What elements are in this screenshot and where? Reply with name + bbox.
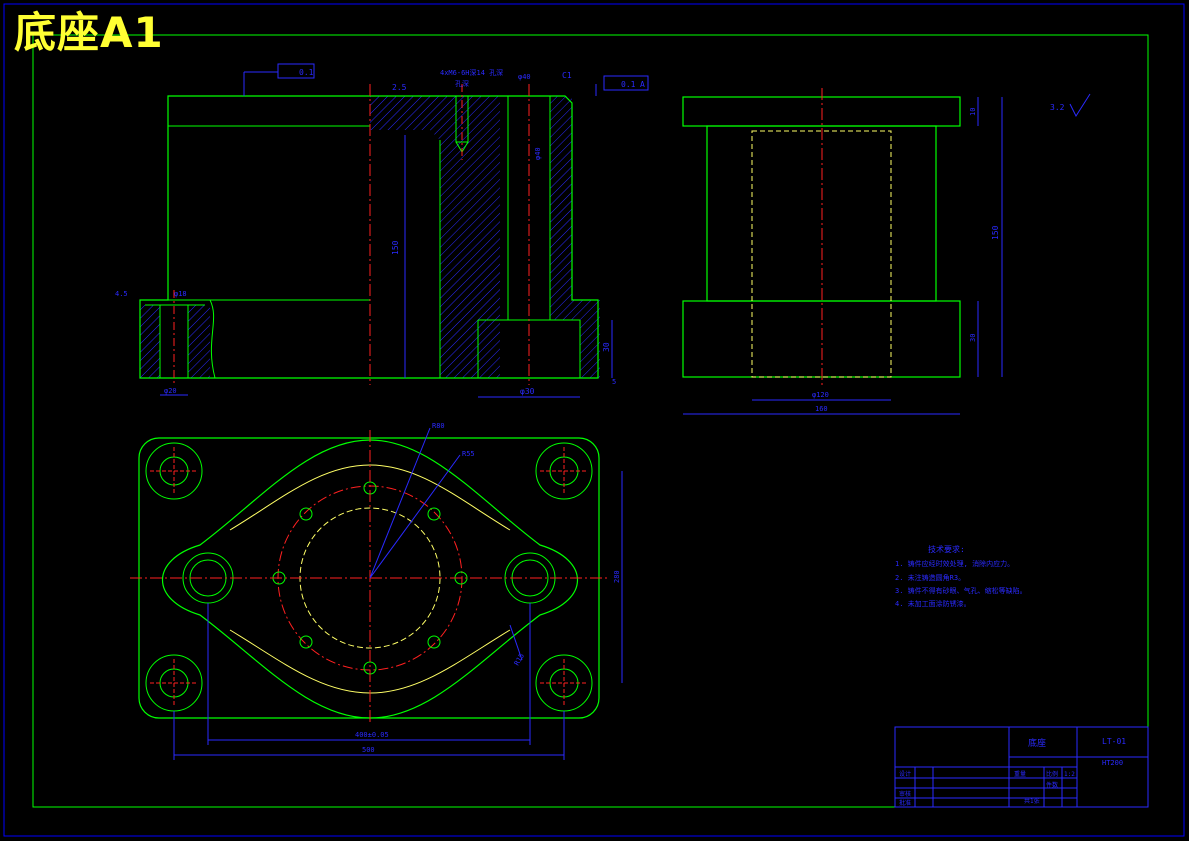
dim-bore-large: φ40	[534, 147, 542, 160]
dim-step: 30	[602, 342, 611, 352]
hatch-region-left	[140, 305, 160, 378]
tb-material: HT200	[1102, 759, 1123, 767]
parallel-value: 0.1	[621, 80, 636, 89]
r55-leader	[369, 454, 461, 579]
side-dim-width: 160	[815, 405, 828, 413]
tb-row-label: 批准	[899, 799, 911, 807]
front-section-view: 150 φ30 30 5 φ20 φ18 4.5 2.5 C1 φ40 4xM6…	[115, 63, 649, 398]
flatness-value: 0.1	[299, 68, 314, 77]
plan-view: R80 R55 R15 400±0.05 500 280	[130, 422, 623, 760]
side-dim-base: 30	[969, 334, 977, 342]
bolt-hole	[299, 507, 313, 521]
parallel-frame	[603, 75, 649, 91]
tb-scale: 1:2	[1064, 771, 1075, 778]
side-dim-top: 10	[969, 108, 977, 116]
side-dim-inner: φ120	[812, 391, 829, 399]
technical-requirements: 技术要求: 1. 铸件应经时效处理, 消除内应力。 2. 未注铸造圆角R3。 3…	[895, 544, 1027, 608]
tb-row-label: 设计	[899, 770, 911, 778]
corner-hole-outer	[145, 442, 203, 500]
tb-scale-label: 比例	[1046, 770, 1058, 778]
tb-part-name: 底座	[1028, 737, 1046, 749]
corner-hole-outer	[535, 442, 593, 500]
tech-req-item: 3. 铸件不得有砂眼、气孔、缩松等缺陷。	[895, 586, 1027, 595]
bolt-hole	[427, 635, 441, 649]
bolt-hole	[299, 635, 313, 649]
hatch-region-upper	[370, 96, 500, 378]
roughness-symbol	[1069, 93, 1091, 118]
surface-finish: 3.2	[1050, 103, 1065, 112]
side-dim-total: 150	[991, 225, 1000, 240]
tb-row-label: 审核	[899, 790, 911, 798]
plan-r1: R80	[432, 422, 445, 430]
hatch-region-right	[550, 96, 600, 378]
bolt-hole	[427, 507, 441, 521]
tb-mass: 重量	[1014, 770, 1026, 778]
plan-r2: R55	[462, 450, 475, 458]
tech-req-item: 4. 未加工面涂防锈漆。	[895, 599, 971, 608]
side-view: 150 10 30 φ120 160 3.2	[682, 88, 1091, 415]
flatness-frame	[277, 63, 315, 79]
tap-note: 4xM6-6H深14 孔深	[440, 68, 503, 77]
depth-left: 4.5	[115, 290, 128, 298]
break-line	[209, 299, 216, 379]
r80-leader	[369, 427, 431, 579]
small-dia: φ18	[174, 290, 187, 298]
sheet-title: 底座A1	[14, 8, 164, 57]
title-block: 底座 LT-01 HT200 比例 1:2 重量 件数 共1张 设计 审核 批准	[894, 726, 1149, 808]
inner-frame	[32, 34, 1149, 808]
tech-req-item: 2. 未注铸造圆角R3。	[895, 573, 965, 582]
chamfer-left: 2.5	[392, 83, 407, 92]
parallel-datum: A	[640, 80, 645, 89]
tap-depth: 孔深	[455, 79, 469, 88]
plan-r3: R15	[513, 652, 526, 667]
plan-dim-total: 500	[362, 746, 375, 754]
tb-drawing-no: LT-01	[1102, 737, 1126, 746]
tech-req-title: 技术要求:	[928, 544, 965, 554]
dim-gap: 5	[612, 378, 616, 386]
plan-dim-height: 280	[613, 570, 621, 583]
hole-dia-top: φ40	[518, 73, 531, 81]
dim-height-main: 150	[391, 240, 400, 255]
dim-bore-small: φ20	[164, 387, 177, 395]
tech-req-item: 1. 铸件应经时效处理, 消除内应力。	[895, 559, 1014, 568]
outer-border	[3, 3, 1185, 837]
plan-dim-width: 400±0.05	[355, 731, 389, 739]
hatch-region-left2	[188, 305, 210, 378]
chamfer-right: C1	[562, 71, 572, 80]
tb-count: 件数	[1046, 781, 1058, 789]
tb-sheet: 共1张	[1024, 797, 1040, 805]
r15-leader	[509, 624, 523, 661]
dim-bottom-bore: φ30	[520, 387, 535, 396]
